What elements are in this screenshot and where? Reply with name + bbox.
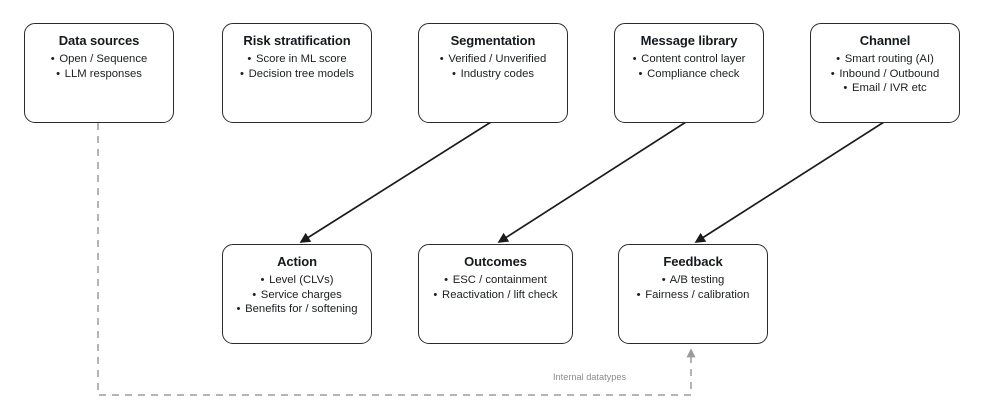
node-item-label: ESC / containment	[452, 274, 547, 286]
node-title: Action	[277, 254, 317, 269]
node-title: Outcomes	[464, 254, 527, 269]
node-item-label: Decision tree models	[248, 67, 355, 80]
node-item: • Industry codes	[440, 67, 547, 82]
node-item: • Decision tree models	[240, 67, 354, 82]
node-title: Segmentation	[450, 33, 536, 48]
node-item: • Compliance check	[633, 67, 746, 82]
node-item: • Inbound / Outbound	[831, 67, 939, 82]
bullet-icon: •	[433, 288, 439, 301]
bullet-icon: •	[451, 67, 458, 80]
node-item: • LLM responses	[51, 67, 148, 82]
edge-data-sources-to-feedback	[97, 123, 696, 396]
node-item-label: Inbound / Outbound	[839, 67, 940, 80]
bullet-icon: •	[252, 288, 258, 301]
node-item-list: • Score in ML score • Decision tree mode…	[240, 52, 354, 81]
node-data-sources[interactable]: Data sources • Open / Sequence • LLM res…	[24, 23, 174, 123]
node-item: • Level (CLVs)	[236, 273, 357, 288]
edge-message-library-to-outcomes	[497, 121, 687, 243]
node-item-label: Industry codes	[460, 67, 535, 80]
node-item-label: Content control layer	[641, 53, 746, 65]
node-title: Feedback	[663, 254, 723, 269]
bullet-icon: •	[247, 53, 253, 65]
bullet-icon: •	[661, 274, 668, 286]
node-title: Message library	[640, 33, 738, 48]
node-channel[interactable]: Channel • Smart routing (AI) • Inbound /…	[810, 23, 960, 123]
node-item-label: Smart routing (AI)	[844, 53, 934, 65]
node-title: Channel	[859, 33, 911, 48]
node-item-label: Level (CLVs)	[269, 274, 334, 286]
node-title: Data sources	[58, 33, 140, 48]
bullet-icon: •	[439, 53, 446, 65]
node-item-label: A/B testing	[669, 274, 725, 286]
node-feedback[interactable]: Feedback • A/B testing • Fairness / cali…	[618, 244, 768, 344]
node-item: • Open / Sequence	[51, 52, 148, 67]
node-item: • Smart routing (AI)	[831, 52, 939, 67]
node-item: • Reactivation / lift check	[433, 288, 557, 303]
node-segmentation[interactable]: Segmentation • Verified / Unverified • I…	[418, 23, 568, 123]
bullet-icon: •	[260, 274, 266, 286]
node-item: • Email / IVR etc	[831, 81, 939, 96]
node-item: • ESC / containment	[433, 273, 557, 288]
node-item-list: • Verified / Unverified • Industry codes	[440, 52, 547, 81]
bullet-icon: •	[239, 67, 246, 80]
node-risk-stratification[interactable]: Risk stratification • Score in ML score …	[222, 23, 372, 123]
edge-segmentation-to-action	[299, 121, 492, 243]
bullet-icon: •	[843, 82, 849, 94]
node-item-label: LLM responses	[64, 67, 142, 80]
node-item-label: Score in ML score	[255, 53, 347, 65]
node-item-label: Compliance check	[647, 67, 740, 80]
node-item: • Service charges	[236, 288, 357, 303]
node-item-list: • Smart routing (AI) • Inbound / Outboun…	[831, 52, 939, 96]
node-item-list: • Open / Sequence • LLM responses	[51, 52, 148, 81]
node-item: • Verified / Unverified	[440, 52, 547, 67]
node-item-label: Email / IVR etc	[851, 82, 927, 94]
node-item: • Fairness / calibration	[637, 288, 750, 303]
node-item-label: Reactivation / lift check	[442, 288, 558, 301]
node-item-list: • Content control layer • Compliance che…	[633, 52, 746, 81]
node-outcomes[interactable]: Outcomes • ESC / containment • Reactivat…	[418, 244, 573, 344]
edge-channel-to-feedback	[694, 121, 885, 243]
bullet-icon: •	[50, 53, 57, 65]
bullet-icon: •	[632, 53, 639, 65]
node-message-library[interactable]: Message library • Content control layer …	[614, 23, 764, 123]
node-item-list: • Level (CLVs) • Service charges • Benef…	[236, 273, 357, 317]
bullet-icon: •	[444, 274, 450, 286]
edge-label-internal-datatypes: Internal datatypes	[553, 372, 627, 382]
node-item: • Score in ML score	[240, 52, 354, 67]
node-item-label: Service charges	[260, 288, 342, 301]
node-item: • Content control layer	[633, 52, 746, 67]
node-action[interactable]: Action • Level (CLVs) • Service charges …	[222, 244, 372, 344]
node-item: • A/B testing	[637, 273, 750, 288]
bullet-icon: •	[636, 288, 643, 301]
node-item-label: Fairness / calibration	[645, 288, 750, 301]
bullet-icon: •	[638, 67, 644, 80]
node-item-label: Benefits for / softening	[245, 303, 358, 315]
node-item-list: • A/B testing • Fairness / calibration	[637, 273, 750, 302]
bullet-icon: •	[56, 67, 62, 80]
bullet-icon: •	[236, 303, 242, 315]
node-item: • Benefits for / softening	[236, 302, 357, 317]
bullet-icon: •	[836, 53, 842, 65]
node-item-list: • ESC / containment • Reactivation / lif…	[433, 273, 557, 302]
node-item-label: Open / Sequence	[59, 53, 148, 65]
node-item-label: Verified / Unverified	[448, 53, 547, 65]
bullet-icon: •	[830, 67, 837, 80]
node-title: Risk stratification	[243, 33, 351, 48]
